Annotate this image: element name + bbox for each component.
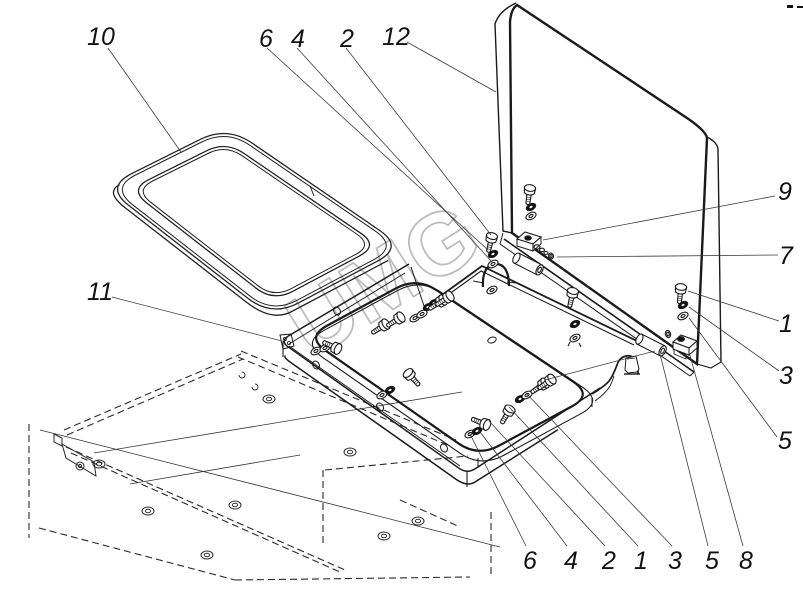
svg-text:7: 7 (779, 242, 794, 270)
svg-text:12: 12 (382, 23, 410, 51)
svg-text:5: 5 (705, 547, 719, 575)
svg-text:4: 4 (564, 547, 578, 575)
svg-text:10: 10 (87, 23, 115, 51)
svg-text:2: 2 (601, 547, 616, 575)
svg-text:3: 3 (668, 547, 682, 575)
svg-text:11: 11 (87, 278, 113, 306)
svg-text:5: 5 (778, 427, 792, 455)
svg-text:6: 6 (259, 25, 273, 53)
svg-text:1: 1 (634, 547, 648, 575)
svg-text:4: 4 (291, 25, 305, 53)
svg-text:3: 3 (779, 362, 793, 390)
svg-text:8: 8 (739, 547, 753, 575)
svg-text:2: 2 (339, 25, 354, 53)
svg-text:9: 9 (778, 178, 792, 206)
svg-text:6: 6 (523, 547, 537, 575)
svg-text:1: 1 (779, 310, 793, 338)
